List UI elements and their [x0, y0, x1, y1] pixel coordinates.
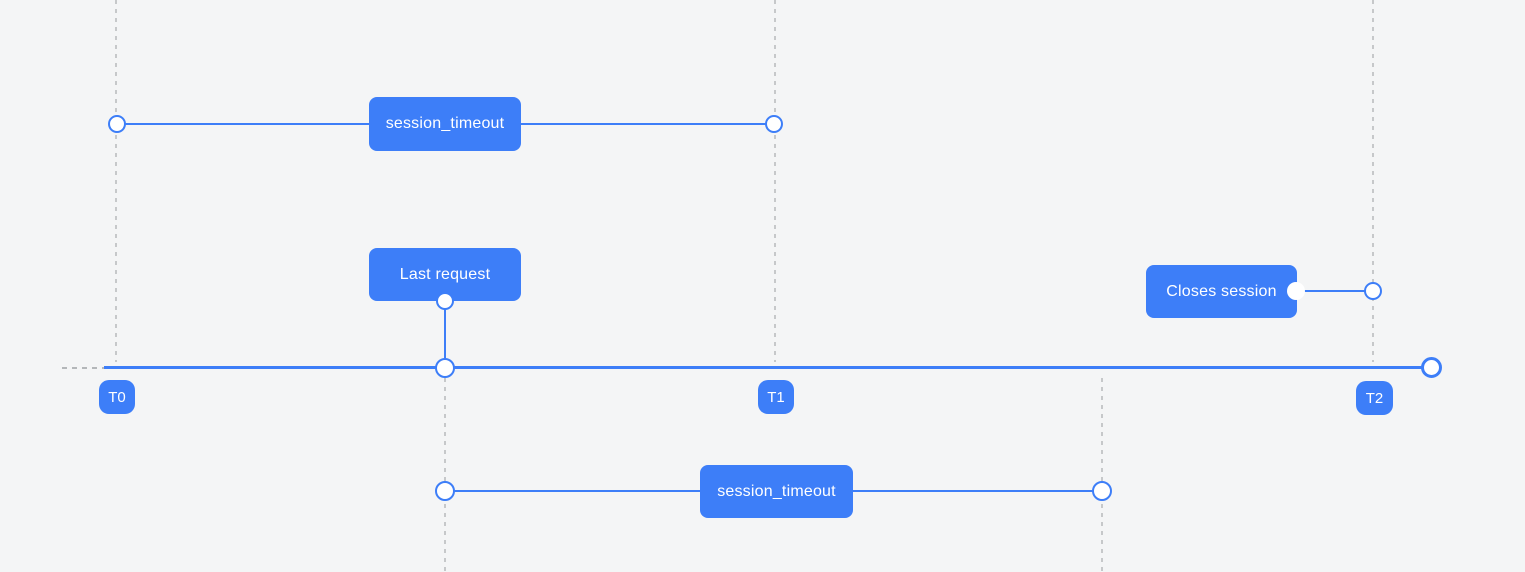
timeline-lead-in-dashes [62, 367, 104, 369]
timeline-marker-t1: T1 [758, 380, 794, 414]
node-timeout-bottom-end [1092, 481, 1112, 501]
node-closes-session-label [1287, 282, 1305, 300]
last-request-connector-line [444, 301, 446, 368]
last-request-label: Last request [369, 248, 521, 301]
timeline-marker-t2: T2 [1356, 381, 1393, 415]
node-closes-session-end [1364, 282, 1382, 300]
dashed-guide-t0 [115, 0, 117, 362]
session-timeout-bottom-label: session_timeout [700, 465, 853, 518]
dashed-guide-t2 [1372, 0, 1374, 362]
closes-session-line [1296, 290, 1373, 292]
session-timeout-top-label: session_timeout [369, 97, 521, 151]
closes-session-label: Closes session [1146, 265, 1297, 318]
node-timeout-bottom-start [435, 481, 455, 501]
dashed-guide-t1 [774, 0, 776, 362]
node-timeout-top-start [108, 115, 126, 133]
node-last-request-label [436, 292, 454, 310]
dashed-guide-last-request [444, 378, 446, 572]
node-timeline-end [1421, 357, 1442, 378]
node-timeout-top-end [765, 115, 783, 133]
timeline-axis [104, 366, 1433, 369]
node-last-request-on-timeline [435, 358, 455, 378]
dashed-guide-timeout-end [1101, 378, 1103, 572]
timeline-marker-t0: T0 [99, 380, 135, 414]
